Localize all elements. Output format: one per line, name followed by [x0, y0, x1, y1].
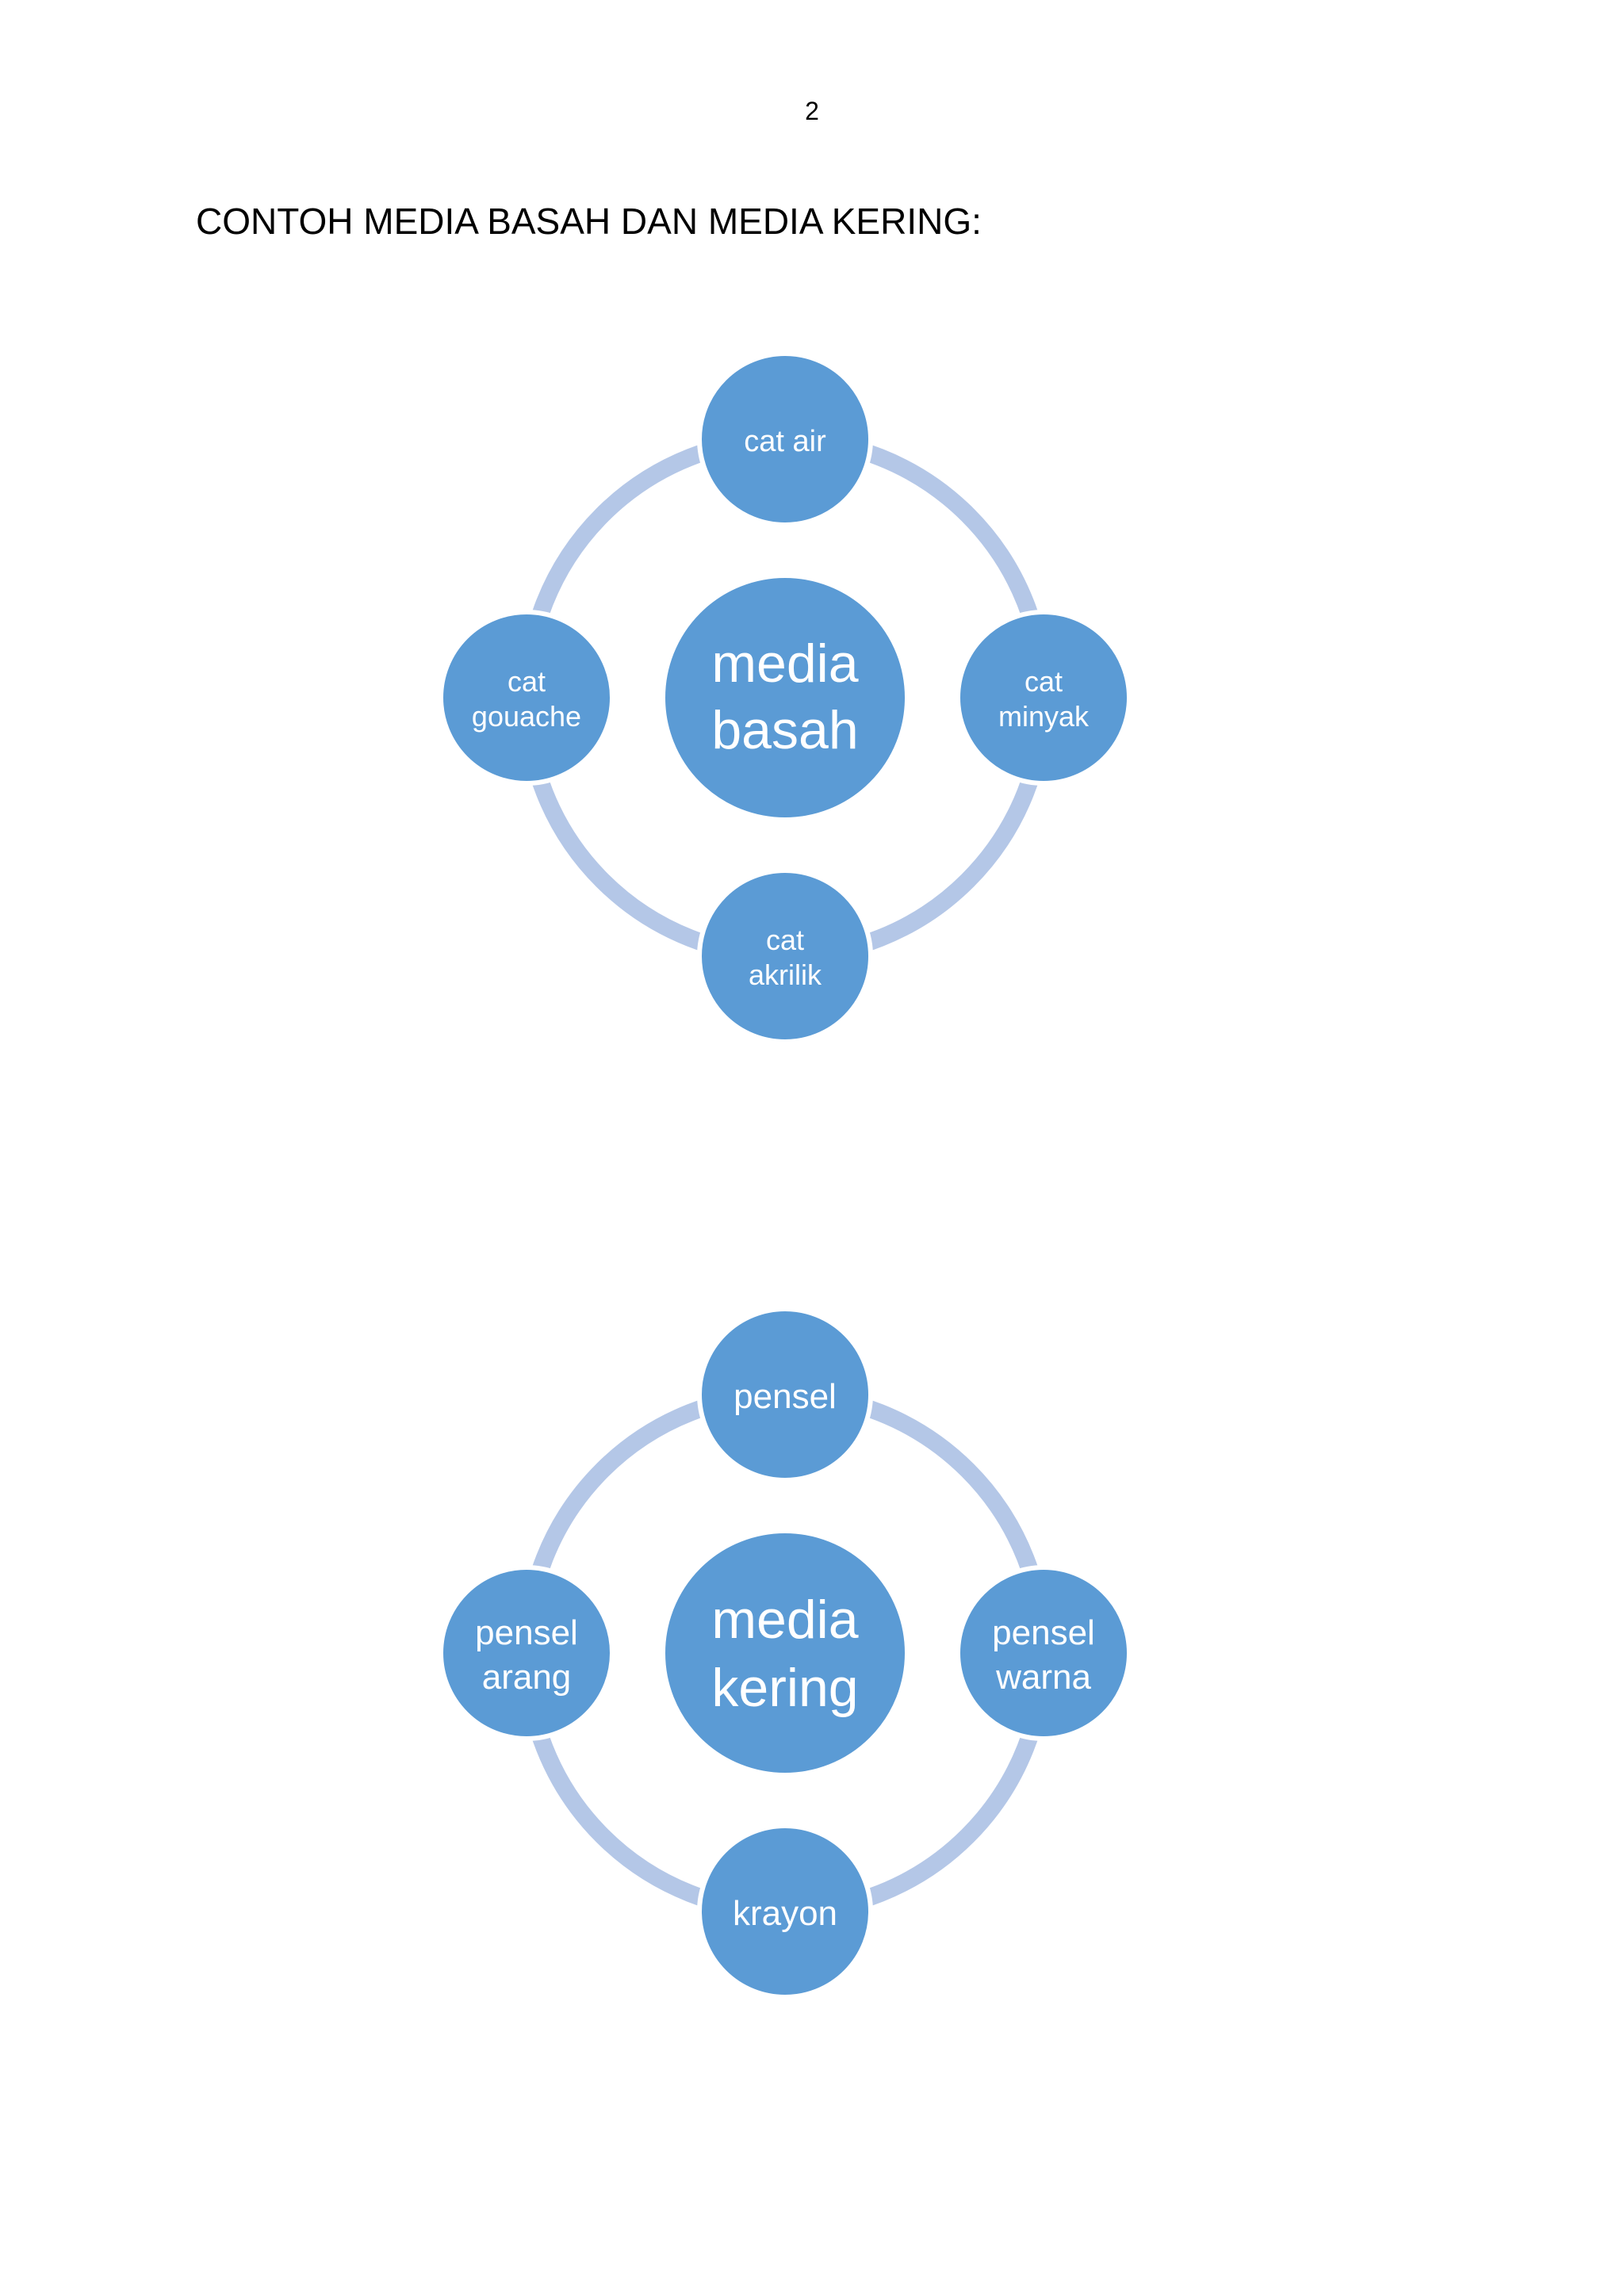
node-left-line-2: gouache — [472, 700, 581, 733]
page-heading: CONTOH MEDIA BASAH DAN MEDIA KERING: — [196, 201, 982, 242]
page-number: 2 — [805, 97, 819, 125]
node-bottom-line-2: akrilik — [749, 959, 822, 991]
diagram-media-basah: cat air cat minyak cat akrilik cat gouac… — [0, 333, 1624, 1047]
node-bottom-line-1: krayon — [733, 1894, 837, 1933]
node-top: cat air — [697, 351, 873, 527]
node-right: pensel warna — [956, 1565, 1132, 1741]
node-left: pensel arang — [439, 1565, 615, 1741]
node-center: media kering — [661, 1529, 910, 1777]
node-left-line-2: arang — [482, 1658, 572, 1697]
node-center-line-1: media — [711, 1590, 858, 1650]
node-top: pensel — [697, 1307, 873, 1483]
node-bottom: krayon — [697, 1823, 873, 1999]
node-top-line-1: cat air — [744, 425, 826, 458]
node-left: cat gouache — [439, 610, 615, 786]
node-center-line-2: basah — [711, 700, 858, 760]
node-right-line-2: warna — [995, 1658, 1091, 1697]
node-right: cat minyak — [956, 610, 1132, 786]
node-center-line-1: media — [711, 633, 858, 694]
node-right-line-1: cat — [1025, 665, 1063, 698]
node-right-line-2: minyak — [998, 700, 1090, 733]
node-left-line-1: cat — [508, 665, 546, 698]
node-center: media basah — [661, 573, 910, 822]
node-top-line-1: pensel — [733, 1377, 837, 1416]
node-bottom: cat akrilik — [697, 868, 873, 1044]
node-left-line-1: pensel — [475, 1613, 578, 1652]
node-right-line-1: pensel — [992, 1613, 1095, 1652]
diagram-media-basah-svg: cat air cat minyak cat akrilik cat gouac… — [439, 351, 1132, 1044]
node-bottom-line-1: cat — [766, 924, 804, 956]
diagram-media-kering: pensel pensel warna krayon pensel arang … — [0, 1288, 1624, 2002]
diagram-media-kering-svg: pensel pensel warna krayon pensel arang … — [439, 1307, 1132, 1999]
node-center-line-2: kering — [711, 1658, 858, 1718]
